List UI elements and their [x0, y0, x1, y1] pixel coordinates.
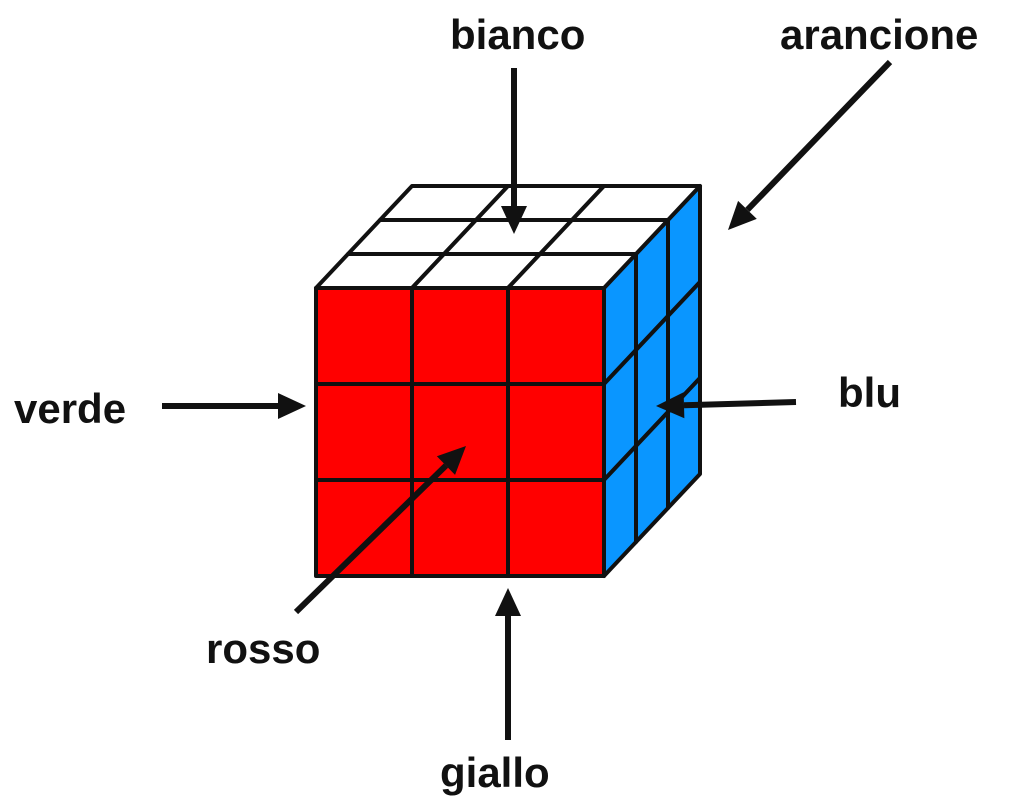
front-sticker [410, 286, 510, 386]
arrow-rosso [293, 446, 466, 615]
front-sticker [506, 286, 606, 386]
label-arancione: arancione [780, 11, 979, 58]
top-sticker [570, 184, 702, 222]
arrows [162, 59, 893, 740]
front-sticker [314, 382, 414, 482]
label-blu: blu [838, 369, 901, 416]
label-giallo: giallo [440, 749, 550, 796]
front-sticker [506, 478, 606, 578]
arrow-bianco [501, 68, 527, 234]
arrow-giallo [495, 588, 521, 740]
arrow-blu [656, 392, 797, 419]
front-sticker [314, 286, 414, 386]
label-bianco: bianco [450, 11, 586, 58]
label-verde: verde [14, 385, 127, 432]
front-sticker [410, 382, 510, 482]
arrow-arancione [728, 59, 893, 230]
front-sticker [506, 382, 606, 482]
arrow-verde [162, 393, 306, 419]
cube-faces [314, 184, 702, 578]
front-sticker [314, 478, 414, 578]
label-rosso: rosso [206, 625, 321, 672]
front-sticker [410, 478, 510, 578]
